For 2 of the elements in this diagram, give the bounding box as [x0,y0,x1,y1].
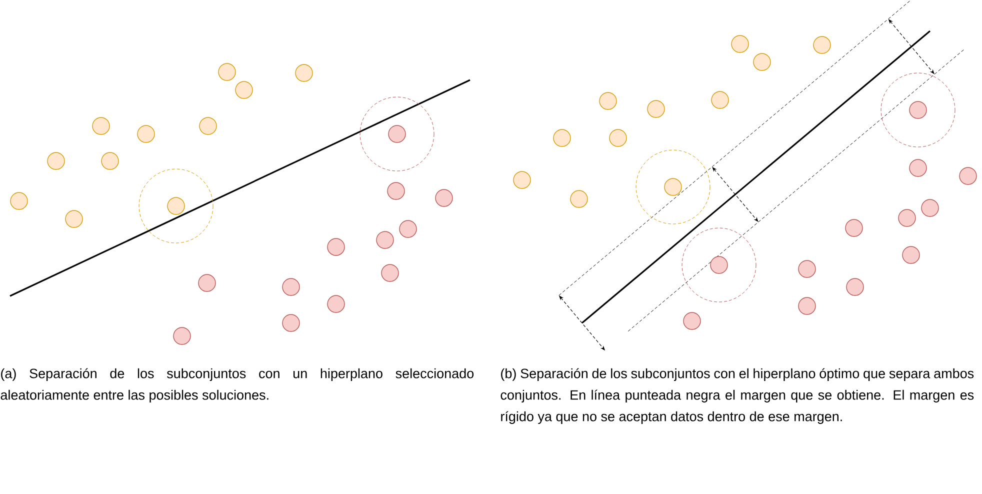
caption: (b) Separación de los subconjuntos con el hiperplano óptimo que separa ambos conjuntos. En línea punteada negra el margen que se obtiene. El margen es rígido ya que no se aceptan datos dentro de ese margen. [500,368,974,424]
caption: (a) Separación de los subconjuntos con un hiperplano seleccionado aleatoriamente entre las posibles soluciones. [0,368,474,402]
